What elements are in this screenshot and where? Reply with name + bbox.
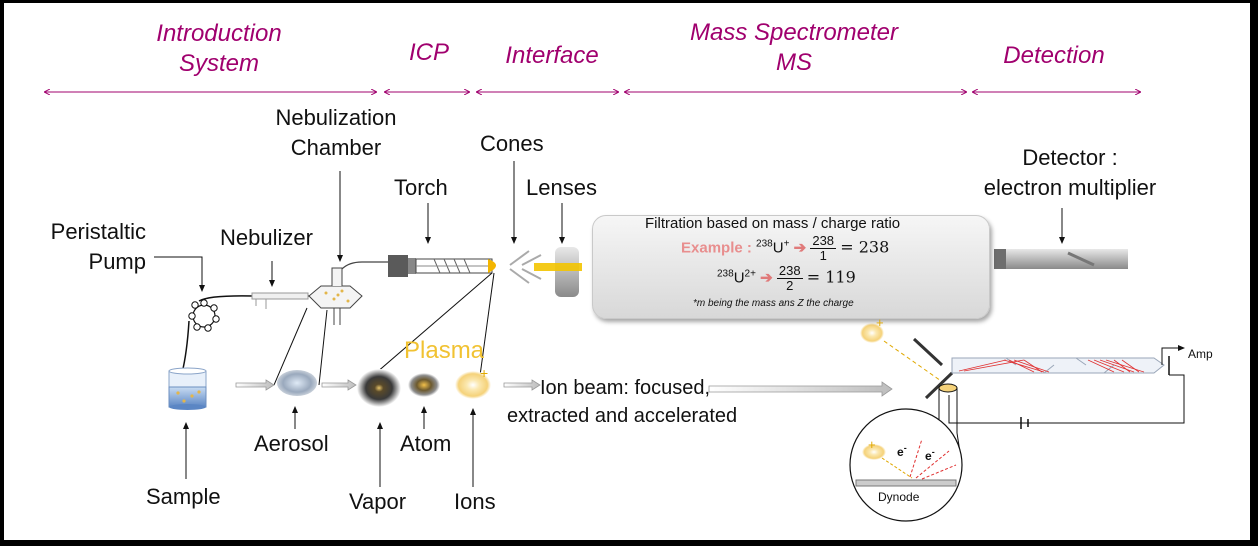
label-peristaltic-line2: Pump: [88, 249, 146, 274]
label-lenses: Lenses: [526, 175, 597, 200]
label-peristaltic-pump: Peristaltic Pump: [42, 217, 146, 277]
filtration-note: *m being the mass ans Z the charge: [693, 298, 854, 309]
stage-ms: Mass Spectrometer MS: [664, 18, 924, 78]
label-torch: Torch: [394, 175, 448, 200]
label-ion-beam-1: Ion beam: focused,: [540, 377, 711, 399]
atom-particle: [408, 373, 440, 397]
label-atom: Atom: [400, 431, 452, 456]
label-dynode: Dynode: [878, 490, 920, 504]
stage-introduction-line1: Introduction: [156, 20, 282, 47]
label-aerosol: Aerosol: [254, 431, 329, 456]
isotope-sup-2: 238: [717, 268, 734, 280]
zoom-line-3: [368, 272, 493, 380]
stage-introduction-line2: System: [178, 50, 259, 77]
stage-icp: ICP: [389, 38, 469, 68]
ion-plus-sign: +: [480, 365, 489, 381]
result-1: = 238: [840, 237, 890, 257]
label-ion-beam-2: extracted and accelerated: [507, 405, 738, 427]
stage-detection-line1: Detection: [1003, 42, 1105, 69]
lenses: [534, 247, 582, 297]
electron-2-sup: -: [931, 447, 935, 457]
label-ions: Ions: [454, 489, 496, 514]
label-cones: Cones: [480, 131, 544, 156]
aerosol-particle: [277, 370, 317, 396]
flow-arrow-1: [235, 379, 275, 391]
electron-2-letter: e: [925, 449, 932, 463]
label-peristaltic-line1: Peristaltic: [50, 219, 146, 244]
electron-1-sup: -: [903, 443, 907, 453]
label-sample: Sample: [146, 484, 221, 509]
label-amp: Amp: [1188, 347, 1213, 361]
detector-ion-plus: +: [876, 315, 884, 330]
filtration-title: Filtration based on mass / charge ratio: [645, 215, 901, 232]
isotope-sup-1: 238: [756, 238, 773, 250]
stage-ms-line1: Mass Spectrometer: [689, 19, 899, 46]
sample-tube: [181, 320, 190, 374]
label-detector-line2: electron multiplier: [983, 175, 1157, 200]
frac2-den: 2: [786, 278, 794, 293]
electron-label-1: e-: [897, 443, 907, 459]
label-vapor: Vapor: [349, 489, 407, 514]
label-nebulizer: Nebulizer: [220, 225, 313, 250]
label-plasma: Plasma: [404, 337, 485, 364]
stage-ms-line2: MS: [776, 49, 812, 76]
nebulization-chamber: [308, 261, 396, 325]
ion1-symbol: U: [772, 239, 784, 257]
zoom-line-1: [273, 307, 308, 386]
zoom-line-2: [318, 309, 328, 386]
dynode-ion-plus: +: [868, 437, 876, 452]
label-detector-line1: Detector :: [1022, 145, 1118, 170]
electron-1-letter: e: [897, 445, 904, 459]
leader-pump: [154, 256, 205, 292]
label-detector: Detector : electron multiplier: [960, 143, 1180, 203]
arrow-icon-2: ➔: [760, 269, 773, 287]
stage-introduction: Introduction System: [119, 19, 319, 79]
frac1-num: 238: [810, 233, 837, 249]
arrow-icon-1: ➔: [793, 239, 807, 257]
stage-detection: Detection: [984, 41, 1124, 71]
result-2: = 119: [806, 267, 856, 287]
ion-particle: [455, 371, 491, 399]
example-label: Example :: [681, 239, 752, 257]
ion-beam-arrow: [708, 381, 893, 397]
vapor-particle: [357, 369, 401, 407]
flow-arrow-2: [321, 379, 357, 391]
stage-interface: Interface: [482, 41, 622, 71]
label-nebulization-chamber: Nebulization Chamber: [266, 103, 406, 163]
frac2-num: 238: [776, 263, 803, 279]
ion1-charge: +: [783, 238, 790, 250]
peristaltic-pump: [188, 299, 220, 332]
diagram-canvas: Introduction System ICP Interface Mass S…: [4, 3, 1250, 540]
stage-icp-line1: ICP: [408, 39, 449, 66]
ion2-symbol: U: [733, 269, 745, 287]
electron-label-2: e-: [925, 447, 935, 463]
label-nebulization-line2: Chamber: [290, 135, 382, 160]
zoom-line-4: [478, 272, 495, 384]
detector-tube: [994, 249, 1128, 269]
diagram-graphics: [44, 3, 1185, 522]
cones: [509, 250, 542, 284]
filtration-box: Filtration based on mass / charge ratio …: [592, 215, 990, 319]
torch: [388, 255, 496, 277]
flow-arrow-3: [503, 379, 541, 391]
nebulizer: [251, 292, 309, 309]
label-nebulization-line1: Nebulization: [275, 105, 397, 130]
electron-multiplier-schematic: [849, 323, 1185, 522]
ion2-charge: 2+: [744, 268, 756, 280]
frac1-den: 1: [819, 248, 827, 263]
sample-beaker: [168, 367, 207, 410]
stage-interface-line1: Interface: [505, 42, 599, 69]
